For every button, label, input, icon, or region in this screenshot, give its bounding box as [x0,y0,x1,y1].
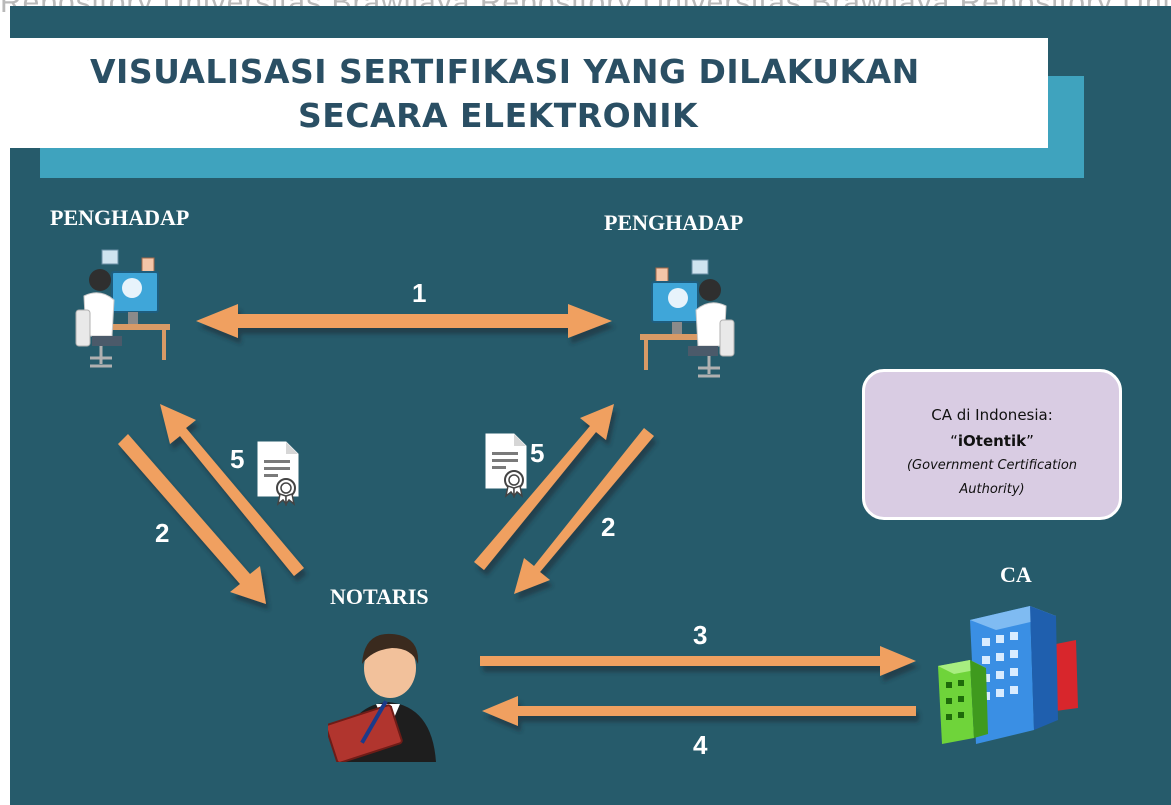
callout-line-1: CA di Indonesia: [931,406,1053,424]
notary-person-icon [328,633,436,762]
arrow-number-5-left: 5 [230,444,245,474]
arrow-number-5-right: 5 [530,438,545,468]
arrow-2-left [118,434,266,604]
arrow-number-3: 3 [693,620,708,650]
callout-quote-open: “ [950,432,958,450]
penghadap-left-label: PENGHADAP [50,205,190,230]
callout-ca-name: iOtentik [957,432,1027,450]
title-line-1: VISUALISASI SERTIFIKASI YANG DILAKUKAN [90,52,920,91]
callout-line-4: Authority) [959,482,1025,497]
arrow-4 [482,696,916,726]
callout-line-2: “iOtentik” [865,432,1119,450]
title-box: VISUALISASI SERTIFIKASI YANG DILAKUKAN S… [10,38,1048,148]
arrow-1-double [196,304,612,338]
arrow-number-1: 1 [412,278,427,308]
certificate-document-icon [485,433,527,498]
arrow-5-left [160,404,304,576]
title-line-2: SECARA ELEKTRONIK [298,96,699,135]
arrow-5-right [474,404,614,570]
callout-quote-close: ” [1026,432,1034,450]
computer-user-icon [75,249,170,368]
office-buildings-icon [938,606,1078,744]
arrow-number-2-right: 2 [601,512,616,542]
arrow-number-4: 4 [693,730,708,760]
computer-user-icon [640,259,735,378]
ca-label: CA [1000,562,1032,587]
arrow-number-2-left: 2 [155,518,170,548]
penghadap-right-label: PENGHADAP [604,210,744,235]
callout-line-3: (Government Certification [906,458,1078,473]
certificate-document-icon [257,441,299,506]
arrow-3 [480,646,916,676]
arrow-2-right [514,428,654,594]
ca-info-callout: CA di Indonesia: “iOtentik” (Government … [862,369,1122,520]
notaris-label: NOTARIS [330,584,429,609]
